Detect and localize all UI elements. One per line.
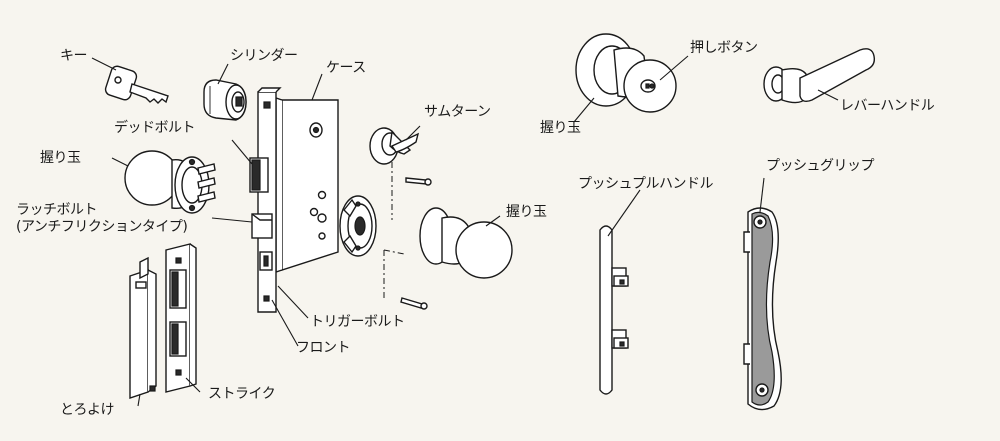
rose-illustration bbox=[339, 195, 377, 257]
label-deadbolt: デッドボルト bbox=[114, 120, 196, 136]
push-grip-illustration bbox=[743, 207, 782, 411]
label-latch-line2: (アンチフリクションタイプ) bbox=[16, 219, 188, 235]
front-plate-illustration bbox=[249, 87, 282, 313]
label-trigger-bolt: トリガーボルト bbox=[310, 314, 405, 330]
label-case: ケース bbox=[326, 60, 366, 76]
screws-illustration bbox=[383, 162, 432, 310]
knob-top-illustration bbox=[575, 33, 677, 113]
label-strike: ストライク bbox=[208, 386, 276, 402]
label-knob-top: 握り玉 bbox=[540, 120, 581, 136]
label-push-button: 押しボタン bbox=[690, 40, 758, 56]
label-knob-right: 握り玉 bbox=[506, 204, 547, 220]
label-knob-left: 握り玉 bbox=[40, 150, 81, 166]
label-cylinder: シリンダー bbox=[230, 48, 298, 64]
case-illustration bbox=[275, 97, 339, 273]
label-push-pull-handle: プッシュプルハンドル bbox=[578, 176, 714, 192]
label-latch-line1: ラッチボルト bbox=[16, 202, 98, 218]
lever-handle-illustration bbox=[763, 48, 876, 104]
label-torouke: とろよけ bbox=[60, 402, 115, 418]
label-thumbturn: サムターン bbox=[424, 104, 491, 120]
knob-right-illustration bbox=[419, 207, 513, 279]
thumbturn-illustration bbox=[369, 127, 420, 165]
strike-illustration bbox=[165, 243, 197, 393]
label-front: フロント bbox=[296, 340, 351, 356]
label-push-grip: プッシュグリップ bbox=[766, 158, 875, 174]
key-illustration bbox=[104, 65, 169, 104]
label-key: キー bbox=[60, 48, 88, 64]
torouke-illustration bbox=[129, 256, 157, 399]
cylinder-illustration bbox=[203, 79, 247, 121]
label-latch-bolt: ラッチボルト (アンチフリクションタイプ) bbox=[16, 202, 188, 236]
label-lever-handle: レバーハンドル bbox=[840, 98, 935, 114]
knob-left-illustration bbox=[124, 150, 216, 214]
push-pull-handle-illustration bbox=[599, 225, 629, 395]
leader-lines bbox=[91, 55, 839, 407]
